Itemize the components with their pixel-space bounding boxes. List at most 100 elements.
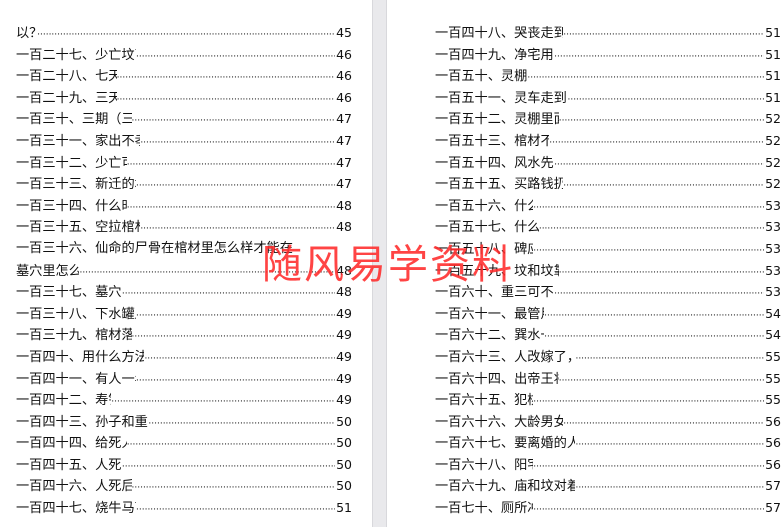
toc-leader-dots (136, 174, 335, 198)
toc-entry-title: 一百三十五、空拉棺材去火化厂怎么破？ (16, 220, 140, 236)
toc-entry: 一百二十九、三天怎么烧纸？ 46 (16, 87, 352, 109)
toc-leader-dots (132, 476, 336, 500)
toc-entry-title: 一百五十、灵棚怎么搭？ (435, 69, 528, 85)
toc-entry-page-number: 47 (336, 111, 352, 127)
toc-entry: 一百五十九、坟和坟靠的太近怎么办？ 53 (435, 260, 781, 282)
toc-entry: 一百四十六、人死后不拖魂行不行？50 (16, 475, 352, 497)
toc-leader-dots (559, 369, 764, 393)
toc-leader-dots (533, 239, 764, 263)
toc-entry-page-number: 55 (765, 348, 781, 364)
toc-entry: 一百五十四、风水先生怎样护屯子？52 (435, 152, 781, 174)
toc-entry-page-number: 56 (765, 413, 781, 429)
toc-entry-page-number: 51 (765, 89, 781, 105)
toc-leader-dots (544, 304, 764, 328)
toc-entry: 一百四十三、孙子和重孙子的孝带有何区别？ 50 (16, 411, 352, 433)
toc-leader-dots (136, 304, 335, 328)
toc-leader-dots (140, 131, 335, 155)
toc-entry: 一百四十二、寿钉怎么钉？49 (16, 389, 352, 411)
toc-entry-page-number: 50 (336, 456, 352, 472)
toc-leader-dots (127, 433, 335, 457)
toc-entry-title: 一百六十八、阳宅旺财法？ (435, 457, 533, 473)
toc-entry: 一百四十九、净宅用的饭碗咋处理？51 (435, 44, 781, 66)
toc-entry: 一百三十三、新迁的坟无人顶脚咋办？47 (16, 173, 352, 195)
toc-leader-dots (122, 282, 335, 306)
toc-entry: 一百六十六、大龄男女定不上婚破解法？56 (435, 411, 781, 433)
toc-entry-title: 一百四十三、孙子和重孙子的孝带有何区别？ (16, 414, 148, 430)
toc-entry-title: 一百四十六、人死后不拖魂行不行？ (16, 479, 132, 495)
toc-leader-dots (554, 45, 764, 69)
toc-entry-title: 墓穴里怎么放？ (16, 263, 80, 279)
toc-entry-title: 一百六十五、犯桃花破法？ (435, 393, 533, 409)
toc-entry: 一百二十八、七天怎么烧纸？46 (16, 65, 352, 87)
toc-entry-page-number: 54 (765, 327, 781, 343)
toc-entry-page-number: 46 (336, 89, 352, 105)
toc-entry-title: 一百五十六、什么是烂地？ (435, 198, 533, 214)
toc-leader-dots (527, 66, 764, 90)
toc-leader-dots (554, 282, 764, 306)
toc-entry-page-number: 48 (336, 197, 352, 213)
toc-entry-page-number: 49 (336, 305, 352, 321)
toc-entry-title: 一百六十七、要离婚的人，怎样阻止其不离婚？ (435, 436, 576, 452)
toc-entry-page-number: 45 (336, 25, 352, 40)
toc-entry-page-number: 53 (765, 219, 781, 235)
toc-entry-page-number: 50 (336, 413, 352, 429)
toc-entry: 一百五十三、棺材不严实管啥的？52 (435, 130, 781, 152)
toc-entry-page-number: 56 (765, 435, 781, 451)
toc-leader-dots (122, 455, 335, 479)
toc-entry: 一百三十二、少亡可否进坟茔地？47 (16, 152, 352, 174)
toc-entry-title: 一百四十、用什么方法可以叫丧家平安呢？ (16, 349, 145, 365)
toc-leader-dots (559, 261, 764, 285)
toc-entry: 一百六十三、人改嫁了，死后又回来合葬行否？ 55 (435, 346, 781, 368)
toc-entry-page-number: 49 (336, 392, 352, 408)
toc-entry: 一百五十、灵棚怎么搭？ 51 (435, 65, 781, 87)
toc-entry-title: 一百五十九、坟和坟靠的太近怎么办？ (435, 263, 559, 279)
toc-entry-title: 一百五十一、灵车走到半路停下了怎么办？ (435, 90, 567, 106)
toc-leader-dots (144, 347, 335, 371)
toc-entry-title: 一百三十六、仙命的尸骨在棺材里怎么样才能在 (16, 240, 293, 256)
toc-entry-title: 一百二十九、三天怎么烧纸？ (16, 90, 117, 106)
toc-leader-dots (533, 498, 764, 522)
toc-leader-dots (559, 109, 764, 133)
toc-entry-title: 一百六十三、人改嫁了，死后又回来合葬行否？ (435, 349, 575, 365)
toc-entry-page-number: 53 (765, 262, 781, 278)
toc-entry: 一百三十七、墓穴大小怎么订？48 (16, 281, 352, 303)
toc-leader-dots (563, 174, 764, 198)
toc-entry: 一百七十、厕所冲门咋破？57 (435, 497, 781, 519)
toc-leader-dots (575, 433, 764, 457)
toc-entry-title: 以？ (16, 26, 37, 41)
toc-leader-dots (136, 45, 335, 69)
toc-entry-title: 一百四十九、净宅用的饭碗咋处理？ (435, 47, 554, 63)
toc-entry: 一百五十五、买路钱扔到什么地方为止？52 (435, 173, 781, 195)
toc-entry: 一百三十五、空拉棺材去火化厂怎么破？48 (16, 216, 352, 238)
toc-entry-page-number: 54 (765, 305, 781, 321)
toc-entry-page-number: 53 (765, 197, 781, 213)
toc-entry: 墓穴里怎么放？48 (16, 260, 352, 282)
toc-leader-dots (148, 412, 335, 436)
toc-entry-title: 一百三十、三期（三七）怎么烧纸？ (16, 112, 132, 128)
toc-leader-dots (136, 498, 335, 522)
toc-entry-title: 一百三十四、什么时间杀扣为好？ (16, 198, 127, 214)
toc-entry-page-number: 55 (765, 370, 781, 386)
toc-entry-page-number: 51 (765, 68, 781, 84)
toc-entry: 一百二十七、少亡坟离祖坟多远为好？46 (16, 44, 352, 66)
toc-entry-title: 一百六十二、巽水一勺能救贫？ (435, 328, 544, 344)
toc-entry-title: 一百三十一、家出不孝子的又一破解法？ (16, 133, 140, 149)
toc-entry: 一百五十八、碑应该咋立？53 (435, 238, 781, 260)
toc-entry-page-number: 50 (336, 435, 352, 451)
toc-entry-title: 一百三十二、少亡可否进坟茔地？ (16, 155, 127, 171)
toc-entry-page-number: 51 (765, 25, 781, 40)
toc-entry: 一百五十七、什么地叫成地？53 (435, 216, 781, 238)
toc-leader-dots (533, 196, 764, 220)
toc-entry-title: 一百六十一、最管用的净宅法？ (435, 306, 544, 322)
toc-leader-dots (79, 261, 335, 285)
toc-entry-title: 一百六十、重三可不可以埋在一起？ (435, 285, 554, 301)
toc-leader-dots (127, 196, 335, 220)
toc-leader-dots (533, 390, 764, 414)
toc-entry-page-number: 51 (336, 500, 352, 516)
toc-entry-page-number: 52 (765, 111, 781, 127)
toc-entry: 一百三十八、下水罐用什么样的为好？49 (16, 303, 352, 325)
toc-list-right: 一百四十八、哭丧走到半路就停了咋办？51一百四十九、净宅用的饭碗咋处理？51一百… (435, 22, 781, 519)
toc-entry-title: 一百四十五、人死后上几次庙？ (16, 457, 122, 473)
toc-entry-title: 一百五十五、买路钱扔到什么地方为止？ (435, 177, 564, 193)
toc-entry: 一百四十五、人死后上几次庙？ 50 (16, 454, 352, 476)
